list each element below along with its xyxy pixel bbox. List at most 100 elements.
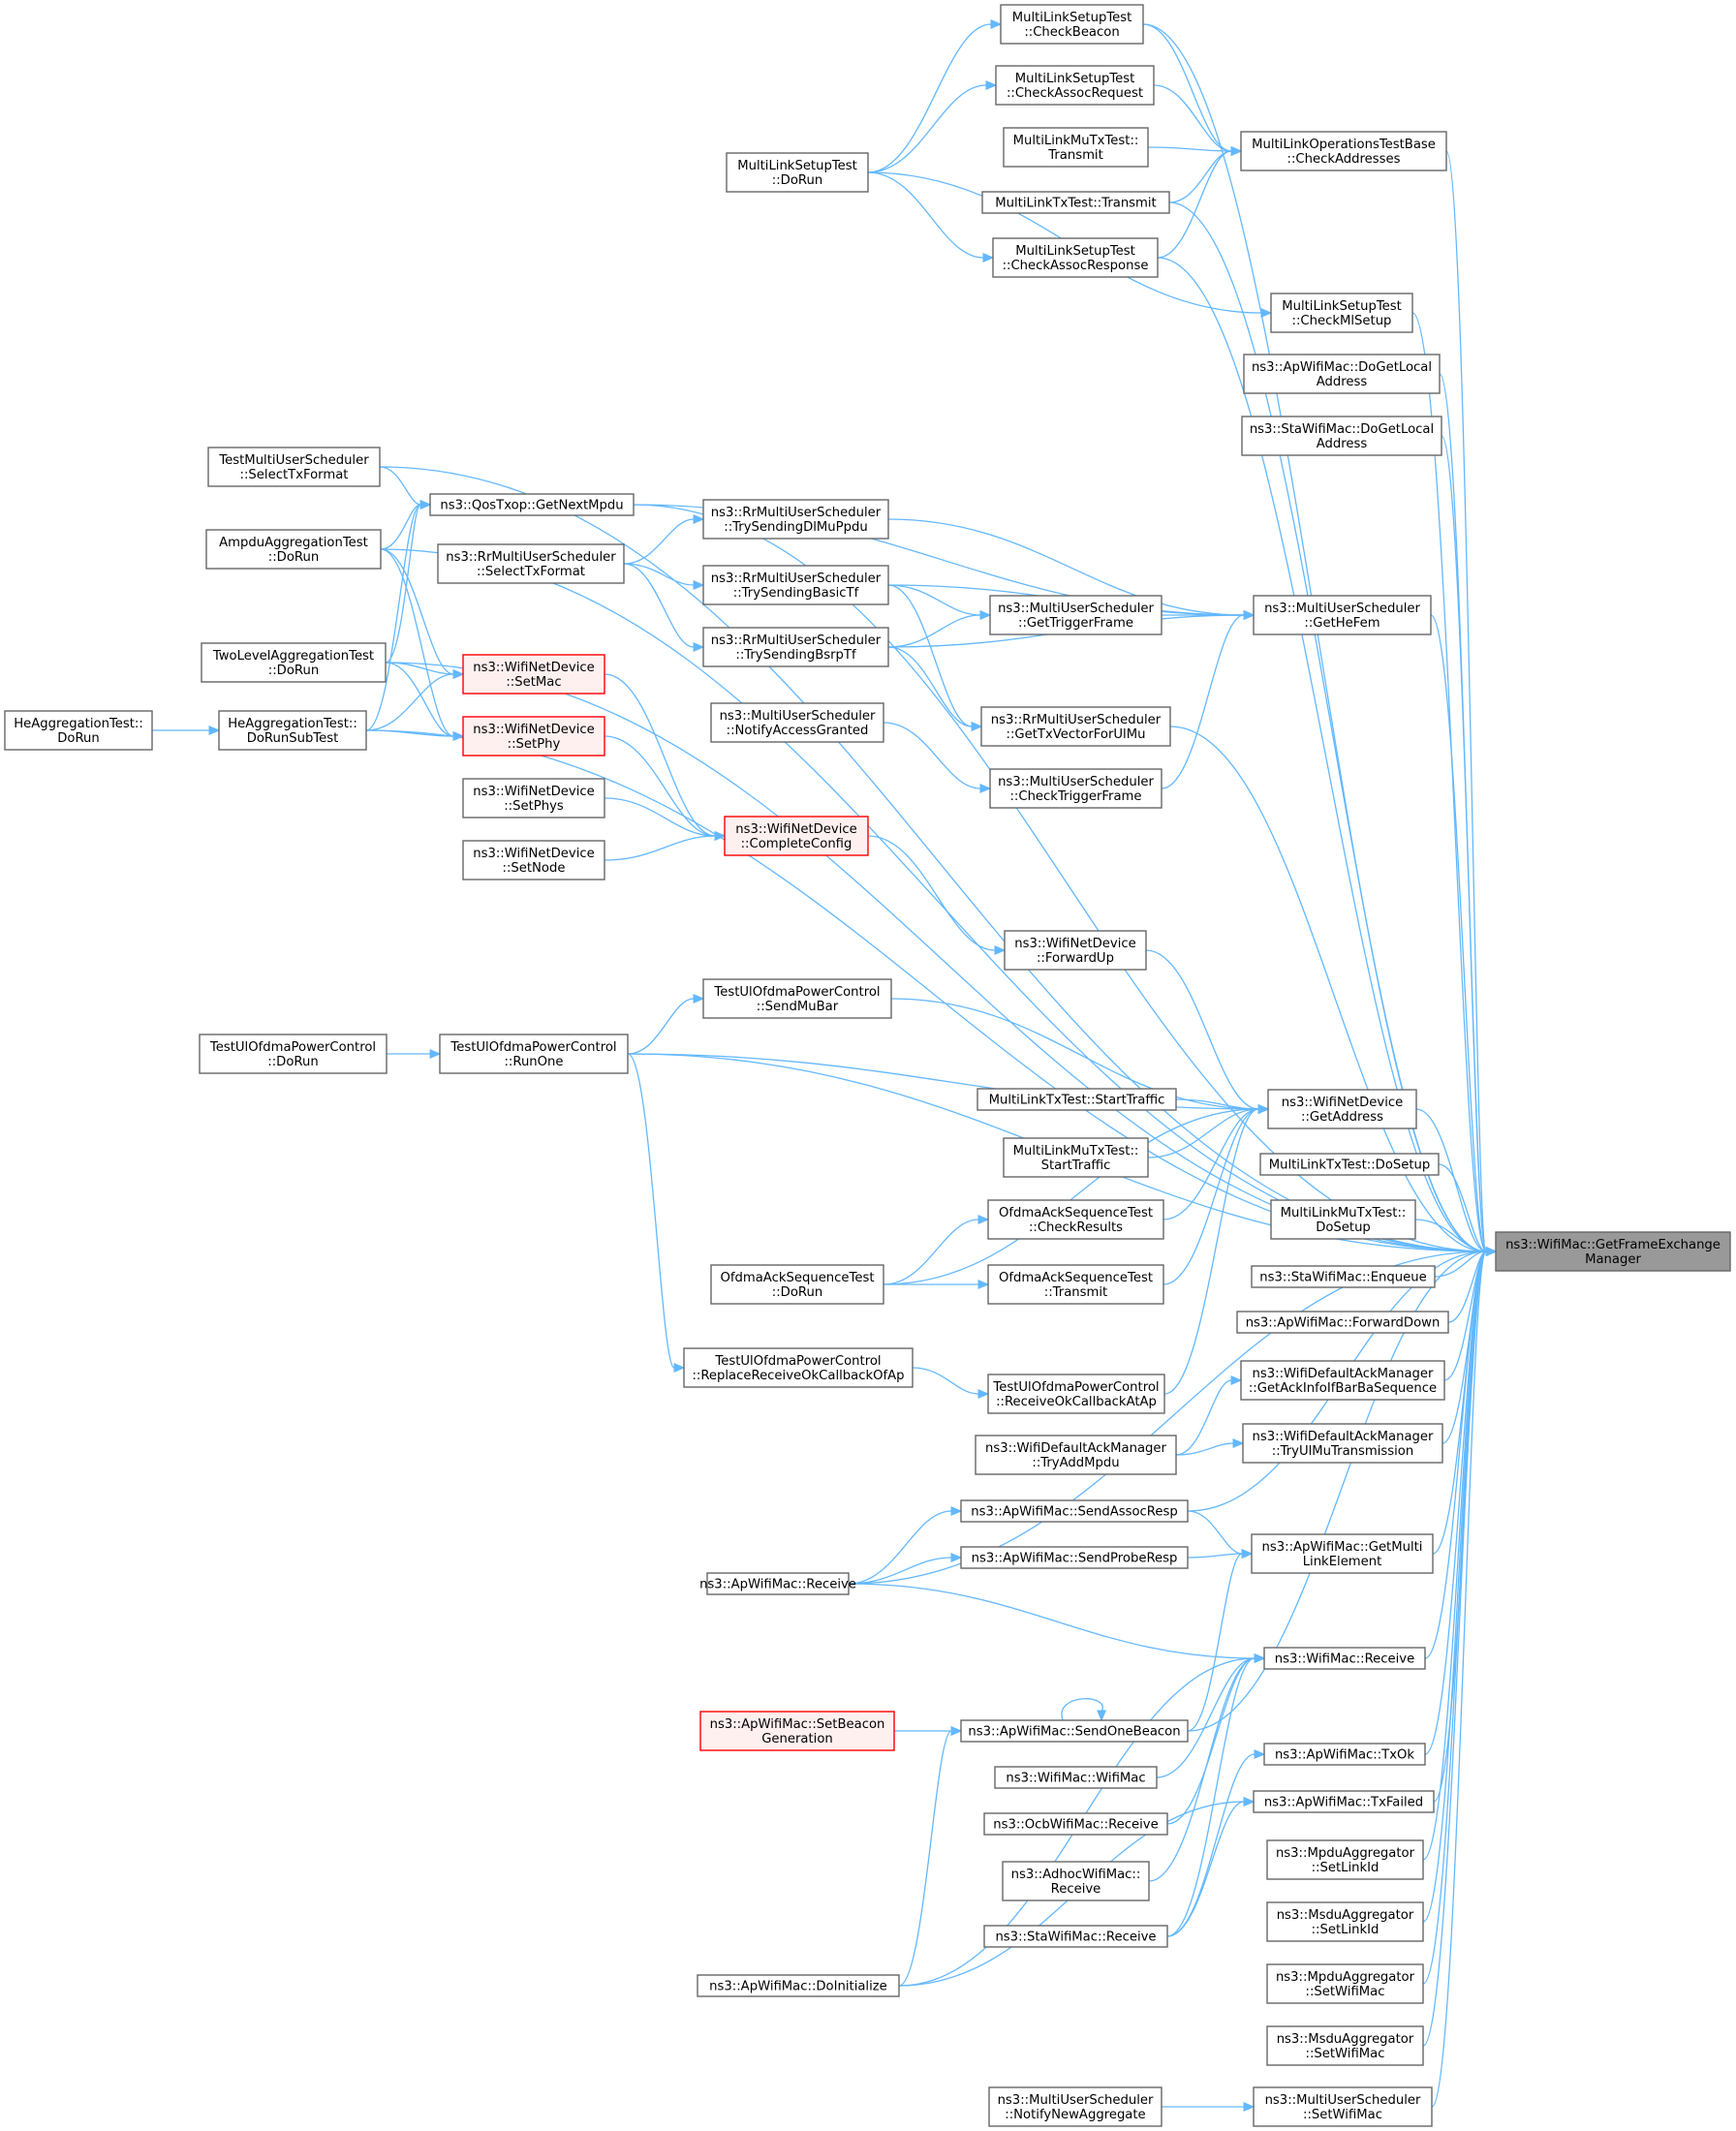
node-heagg_dorun[interactable]: HeAggregationTest::DoRun bbox=[4, 710, 153, 751]
node-ap_sendproberesp[interactable]: ns3::ApWifiMac::SendProbeResp bbox=[960, 1546, 1189, 1569]
node-mltx_transmit[interactable]: MultiLinkTxTest::Transmit bbox=[981, 191, 1170, 214]
node-label-line: ::SetLinkId bbox=[1312, 1861, 1380, 1875]
node-ap_forwarddown[interactable]: ns3::ApWifiMac::ForwardDown bbox=[1236, 1311, 1449, 1334]
node-wnd_setphys[interactable]: ns3::WifiNetDevice::SetPhys bbox=[462, 778, 605, 818]
edge-mltx_dosetup-to-target bbox=[1438, 1163, 1498, 1256]
node-wnd_setmac[interactable]: ns3::WifiNetDevice::SetMac bbox=[462, 654, 605, 695]
node-box bbox=[683, 1347, 914, 1388]
node-mlst_checkmlsetup[interactable]: MultiLinkSetupTest::CheckMlSetup bbox=[1270, 293, 1413, 333]
edge-mlmutx_transmit-to-mlotb_checkaddr bbox=[1147, 146, 1243, 156]
node-wnd_forwardup[interactable]: ns3::WifiNetDevice::ForwardUp bbox=[1004, 930, 1147, 971]
node-mlmutx_starttraffic[interactable]: MultiLinkMuTxTest::StartTraffic bbox=[1003, 1137, 1149, 1178]
node-box bbox=[1240, 131, 1447, 171]
node-label-line: ::TrySendingBsrpTf bbox=[735, 648, 856, 663]
edge-wnd_completeconfig-to-wnd_forwardup bbox=[867, 835, 1007, 955]
node-label-line: ns3::MultiUserScheduler bbox=[1264, 602, 1420, 616]
node-tulpc_receiveok[interactable]: TestUlOfdmaPowerControl::ReceiveOkCallba… bbox=[987, 1374, 1165, 1414]
node-mlst_dorun[interactable]: MultiLinkSetupTest::DoRun bbox=[726, 152, 869, 193]
node-box bbox=[462, 654, 605, 695]
node-mus_notifynewagg[interactable]: ns3::MultiUserScheduler::NotifyNewAggreg… bbox=[988, 2086, 1162, 2127]
node-mlmutx_dosetup[interactable]: MultiLinkMuTxTest::DoSetup bbox=[1270, 1199, 1416, 1240]
node-label-line: ns3::MultiUserScheduler bbox=[998, 775, 1154, 789]
node-box bbox=[1266, 1901, 1424, 1942]
node-tulpc_replacecb[interactable]: TestUlOfdmaPowerControl::ReplaceReceiveO… bbox=[683, 1347, 914, 1388]
edge-ap_receive-to-wm_receive bbox=[848, 1583, 1266, 1663]
node-mlst_checkassocreq[interactable]: MultiLinkSetupTest::CheckAssocRequest bbox=[995, 65, 1155, 106]
node-label-line: ns3::MsduAggregator bbox=[1277, 2032, 1414, 2047]
node-mus_notifyaccess[interactable]: ns3::MultiUserScheduler::NotifyAccessGra… bbox=[710, 702, 884, 743]
node-wm_wifimac[interactable]: ns3::WifiMac::WifiMac bbox=[994, 1766, 1158, 1789]
node-mpdu_setwifimac[interactable]: ns3::MpduAggregator::SetWifiMac bbox=[1266, 1963, 1424, 2004]
edge-heagg_dorunsub-to-qos_getnextmpdu bbox=[365, 500, 432, 731]
node-mlst_checkassocresp[interactable]: MultiLinkSetupTest::CheckAssocResponse bbox=[992, 237, 1159, 278]
node-ampdu_dorun[interactable]: AmpduAggregationTest::DoRun bbox=[205, 529, 382, 570]
node-oas_checkresults[interactable]: OfdmaAckSequenceTest::CheckResults bbox=[987, 1199, 1164, 1240]
node-mus_setwifimac[interactable]: ns3::MultiUserScheduler::SetWifiMac bbox=[1253, 2086, 1433, 2127]
node-box bbox=[1266, 1963, 1424, 2004]
node-oas_transmit[interactable]: OfdmaAckSequenceTest::Transmit bbox=[987, 1264, 1164, 1305]
node-wnd_completeconfig[interactable]: ns3::WifiNetDevice::CompleteConfig bbox=[724, 816, 869, 856]
node-mus_gethefem[interactable]: ns3::MultiUserScheduler::GetHeFem bbox=[1253, 595, 1432, 635]
node-rr_gettxvector[interactable]: ns3::RrMultiUserScheduler::GetTxVectorFo… bbox=[980, 706, 1171, 747]
node-mlotb_checkaddr[interactable]: MultiLinkOperationsTestBase::CheckAddres… bbox=[1240, 131, 1447, 171]
edge-mlst_checkassocresp-to-mlotb_checkaddr bbox=[1157, 146, 1243, 259]
edge-mlst_dorun-to-mlst_checkassocresp bbox=[867, 171, 995, 263]
node-mlst_checkbeacon[interactable]: MultiLinkSetupTest::CheckBeacon bbox=[1000, 4, 1144, 45]
node-box bbox=[218, 710, 367, 751]
node-wdam_tryaddmpdu[interactable]: ns3::WifiDefaultAckManager::TryAddMpdu bbox=[975, 1435, 1177, 1475]
edge-oas_checkresults-to-wnd_getaddress bbox=[1162, 1104, 1270, 1220]
node-label-line: ::ForwardUp bbox=[1037, 951, 1114, 966]
node-ocb_receive[interactable]: ns3::OcbWifiMac::Receive bbox=[983, 1812, 1168, 1836]
node-qos_getnextmpdu[interactable]: ns3::QosTxop::GetNextMpdu bbox=[429, 493, 635, 516]
node-ap_sendassocresp[interactable]: ns3::ApWifiMac::SendAssocResp bbox=[960, 1499, 1189, 1523]
node-label-line: ns3::ApWifiMac::Receive bbox=[699, 1578, 856, 1592]
node-mus_gettrigger[interactable]: ns3::MultiUserScheduler::GetTriggerFrame bbox=[989, 595, 1162, 635]
node-box bbox=[1267, 1089, 1417, 1129]
node-rr_trybsrp[interactable]: ns3::RrMultiUserScheduler::TrySendingBsr… bbox=[702, 627, 889, 667]
node-label-line: ns3::MultiUserScheduler bbox=[998, 2093, 1154, 2108]
node-heagg_dorunsub[interactable]: HeAggregationTest::DoRunSubTest bbox=[218, 710, 367, 751]
node-tulpc_dorun[interactable]: TestUlOfdmaPowerControl::DoRun bbox=[199, 1034, 388, 1074]
node-wdam_getackinfo[interactable]: ns3::WifiDefaultAckManager::GetAckInfoIf… bbox=[1240, 1360, 1445, 1401]
node-ap_sendonebeacon[interactable]: ns3::ApWifiMac::SendOneBeacon bbox=[960, 1719, 1189, 1743]
node-label-line: ns3::WifiNetDevice bbox=[473, 723, 594, 737]
node-ap_receive[interactable]: ns3::ApWifiMac::Receive bbox=[699, 1572, 856, 1595]
node-wnd_setnode[interactable]: ns3::WifiNetDevice::SetNode bbox=[462, 840, 605, 880]
node-mpdu_setlinkid[interactable]: ns3::MpduAggregator::SetLinkId bbox=[1266, 1839, 1424, 1880]
node-mlmutx_transmit[interactable]: MultiLinkMuTxTest::Transmit bbox=[1003, 127, 1149, 168]
node-rr_trydlmu[interactable]: ns3::RrMultiUserScheduler::TrySendingDlM… bbox=[702, 499, 889, 540]
node-mus_checktrigger[interactable]: ns3::MultiUserScheduler::CheckTriggerFra… bbox=[989, 768, 1162, 809]
node-msdu_setwifimac[interactable]: ns3::MsduAggregator::SetWifiMac bbox=[1266, 2025, 1424, 2066]
edge-tulpc_dorun-to-tulpc_runone bbox=[387, 1049, 442, 1059]
node-ap_doinitialize[interactable]: ns3::ApWifiMac::DoInitialize bbox=[697, 1974, 900, 1997]
node-wm_receive[interactable]: ns3::WifiMac::Receive bbox=[1263, 1647, 1426, 1670]
node-box bbox=[462, 778, 605, 818]
node-sta_enqueue[interactable]: ns3::StaWifiMac::Enqueue bbox=[1251, 1265, 1436, 1288]
node-ap_txfailed[interactable]: ns3::ApWifiMac::TxFailed bbox=[1253, 1790, 1435, 1813]
node-wdam_tryulmu[interactable]: ns3::WifiDefaultAckManager::TryUlMuTrans… bbox=[1242, 1423, 1443, 1464]
node-oas_dorun[interactable]: OfdmaAckSequenceTest::DoRun bbox=[710, 1264, 884, 1305]
node-rr_selecttx[interactable]: ns3::RrMultiUserScheduler::SelectTxForma… bbox=[437, 543, 625, 584]
node-adhoc_receive[interactable]: ns3::AdhocWifiMac::Receive bbox=[1002, 1861, 1150, 1901]
node-label-line: MultiLinkTxTest::StartTraffic bbox=[989, 1094, 1165, 1108]
edge-rr_gettxvector-to-target bbox=[1169, 726, 1498, 1256]
node-wnd_setphy[interactable]: ns3::WifiNetDevice::SetPhy bbox=[462, 716, 605, 757]
node-tulpc_sendmubar[interactable]: TestUlOfdmaPowerControl::SendMuBar bbox=[702, 978, 892, 1019]
node-twolevel_dorun[interactable]: TwoLevelAggregationTest::DoRun bbox=[201, 642, 387, 683]
node-sta_receive[interactable]: ns3::StaWifiMac::Receive bbox=[983, 1925, 1168, 1948]
node-rr_trybasic[interactable]: ns3::RrMultiUserScheduler::TrySendingBas… bbox=[702, 565, 889, 605]
node-box bbox=[1266, 1839, 1424, 1880]
node-box bbox=[1241, 416, 1442, 456]
node-mltx_starttraffic[interactable]: MultiLinkTxTest::StartTraffic bbox=[976, 1088, 1177, 1111]
node-ap_txok[interactable]: ns3::ApWifiMac::TxOk bbox=[1263, 1743, 1426, 1766]
node-tulpc_runone[interactable]: TestUlOfdmaPowerControl::RunOne bbox=[439, 1034, 629, 1074]
node-mltx_dosetup[interactable]: MultiLinkTxTest::DoSetup bbox=[1259, 1153, 1440, 1176]
node-wnd_getaddress[interactable]: ns3::WifiNetDevice::GetAddress bbox=[1267, 1089, 1417, 1129]
node-msdu_setlinkid[interactable]: ns3::MsduAggregator::SetLinkId bbox=[1266, 1901, 1424, 1942]
node-tmus_selecttx[interactable]: TestMultiUserScheduler::SelectTxFormat bbox=[207, 447, 381, 487]
